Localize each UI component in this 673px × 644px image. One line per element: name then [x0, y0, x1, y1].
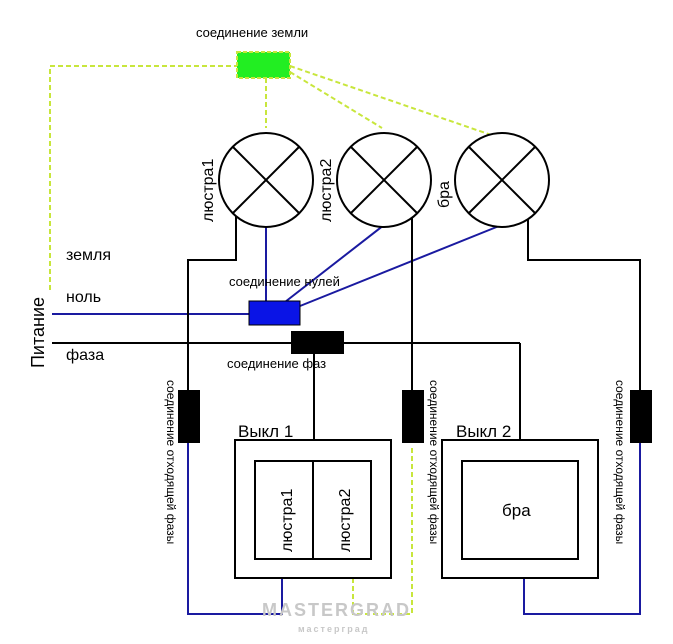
neutral-label: ноль — [66, 289, 101, 306]
neutral-wire-lamp2 — [284, 224, 385, 303]
lamp3-label: бра — [436, 181, 453, 208]
lamp1-label: люстра1 — [200, 159, 217, 222]
ground-label: земля — [66, 247, 111, 264]
phase-connection-label: соединение фаз — [227, 356, 326, 371]
ground-connection-block — [236, 51, 291, 79]
phase-wire-lamp1-return — [187, 213, 237, 392]
lamp-cross-icon — [218, 132, 314, 228]
ground-wires — [49, 65, 501, 615]
ground-wire-lamp2 — [289, 71, 383, 129]
switch2-label: Выкл 2 — [456, 422, 511, 441]
lamp-cross-icon — [336, 132, 432, 228]
switch-box-icon — [234, 439, 392, 579]
outgoing-phase-block-1 — [178, 390, 200, 443]
outgoing-phase-block-3 — [630, 390, 652, 443]
lamp2-label: люстра2 — [318, 159, 335, 222]
ground-wire-lamp3 — [289, 65, 501, 139]
outgoing-phase-label-2: соединение отходящей фазы — [427, 380, 441, 544]
switch1-key2-label: люстра2 — [337, 489, 354, 552]
phase-wires — [52, 213, 641, 440]
phase-wire-lamp3-return — [527, 213, 641, 392]
outgoing-wire-switch2 — [523, 440, 641, 615]
power-label: Питание — [28, 297, 48, 368]
ground-wire-supply — [49, 65, 240, 290]
switch2-key-label: бра — [502, 501, 531, 520]
switch-box-icon — [441, 439, 599, 579]
neutral-connection-block — [248, 300, 301, 326]
neutral-wires — [52, 223, 641, 615]
outgoing-phase-label-3: соединение отходящей фазы — [613, 380, 627, 544]
outgoing-phase-label-1: соединение отходящей фазы — [164, 380, 178, 544]
neutral-connection-label: соединение нулей — [229, 274, 340, 289]
ground-wire-switch1-key2 — [352, 445, 413, 615]
phase-label: фаза — [66, 347, 104, 364]
outgoing-wire-switch1-key1 — [187, 443, 283, 615]
switch1-label: Выкл 1 — [238, 422, 293, 441]
neutral-wire-lamp3 — [299, 223, 505, 307]
lamp-cross-icon — [454, 132, 550, 228]
ground-connection-label: соединение земли — [196, 25, 308, 40]
watermark: MASTERGRAD — [262, 600, 411, 620]
watermark-sub: мастерград — [298, 624, 369, 634]
phase-connection-block — [291, 331, 344, 354]
switch1-key1-label: люстра1 — [279, 489, 296, 552]
outgoing-phase-block-2 — [402, 390, 424, 443]
